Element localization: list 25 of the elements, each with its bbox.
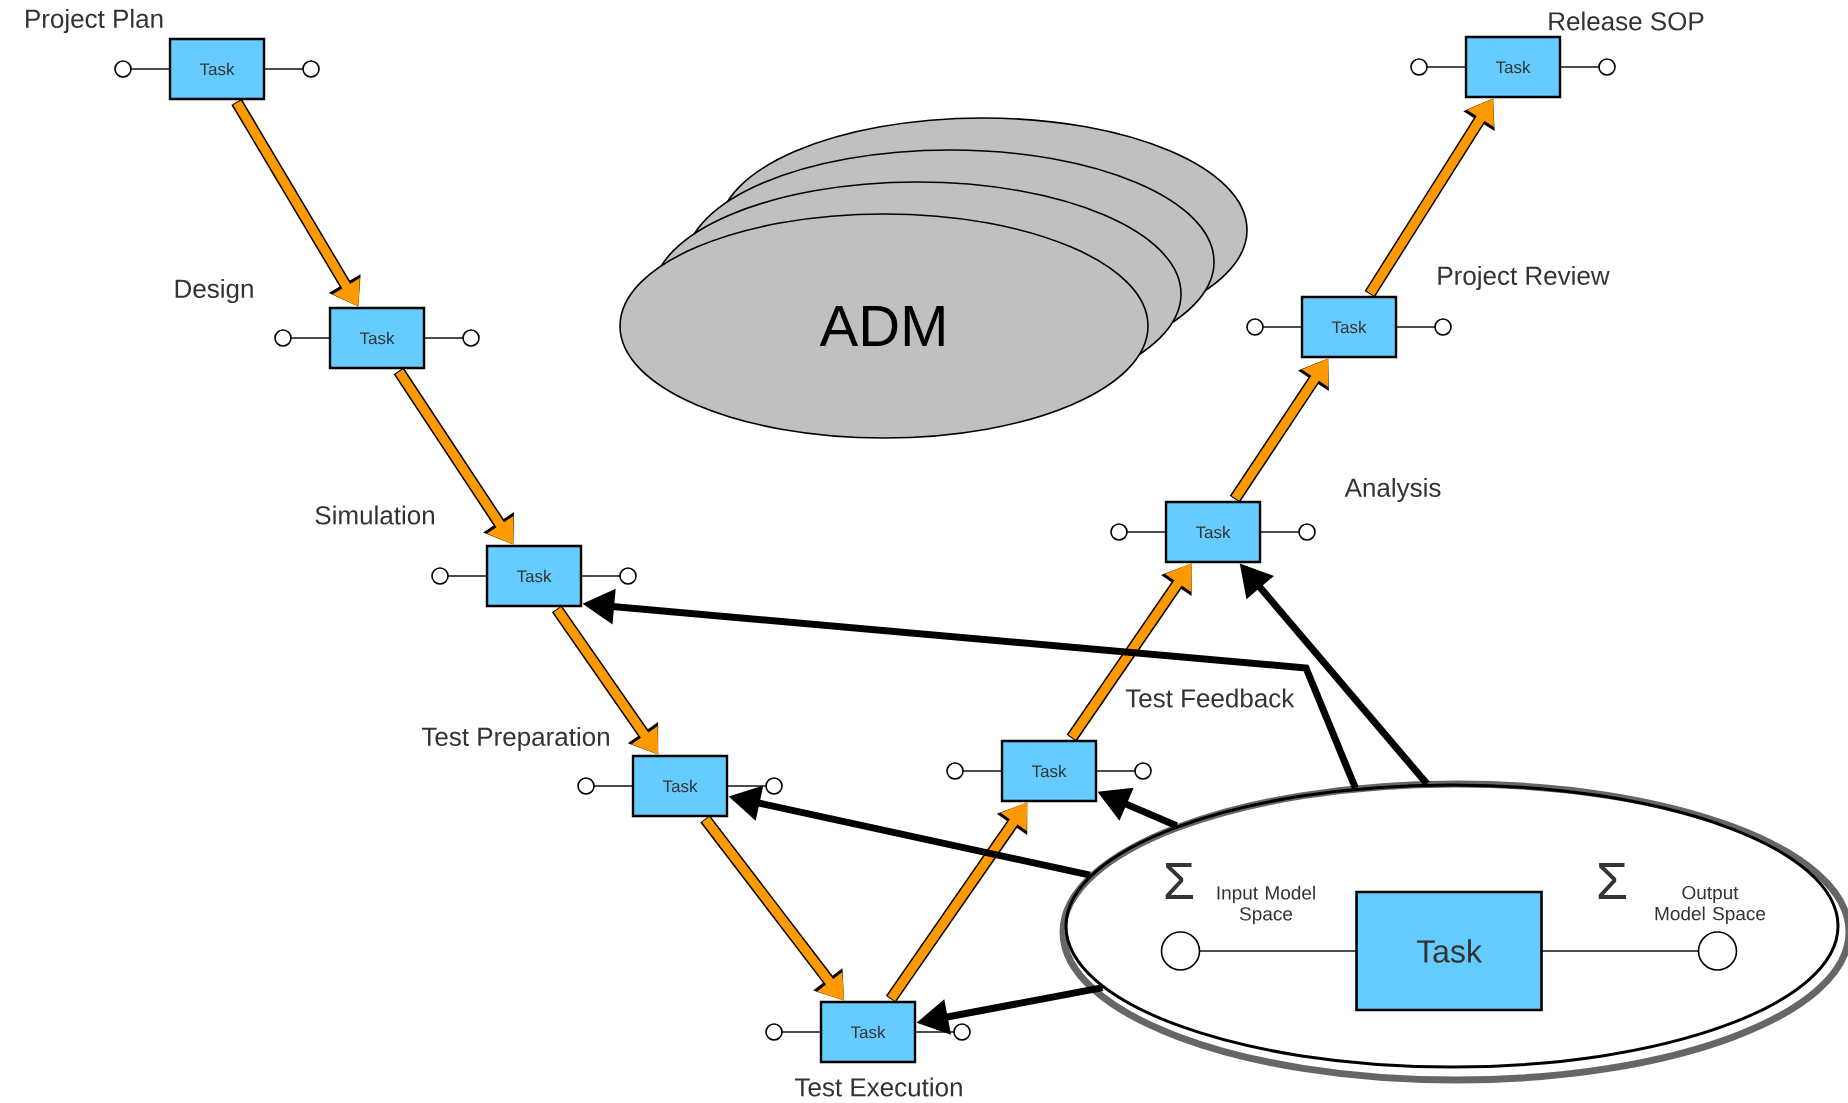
space-label: Output Model Space: [1655, 885, 1766, 925]
task-box: Task: [819, 1000, 917, 1064]
task-box: Task: [1164, 500, 1262, 564]
task-label: Project Review: [1438, 265, 1610, 291]
sigma-symbol: Σ: [1598, 863, 1627, 899]
task-box: Task: [328, 306, 426, 370]
task-box: Task: [1464, 35, 1562, 99]
task-label: Release SOP: [1549, 11, 1704, 31]
task-label: Simulation: [315, 505, 434, 525]
task-label: Test Preparation: [421, 726, 609, 752]
sigma-symbol: Σ: [1165, 863, 1194, 899]
task-box: Task: [1355, 890, 1543, 1012]
ellipse-outline: [1059, 780, 1848, 1084]
task-label: Design: [175, 278, 253, 304]
task-box: Task: [485, 544, 583, 608]
task-label: Test Execution: [795, 1077, 962, 1097]
task-label: Project Plan: [26, 8, 163, 34]
task-box: Task: [1300, 295, 1398, 359]
task-box: Task: [1000, 739, 1098, 803]
space-label: Input Model Space: [1217, 885, 1315, 925]
task-box: Task: [631, 754, 729, 818]
task-label: Analysis: [1344, 477, 1441, 503]
task-box: Task: [168, 37, 266, 101]
task-label: Test Feedback: [1125, 688, 1295, 708]
ellipse-stack-drawing: ADM: [619, 117, 1248, 439]
